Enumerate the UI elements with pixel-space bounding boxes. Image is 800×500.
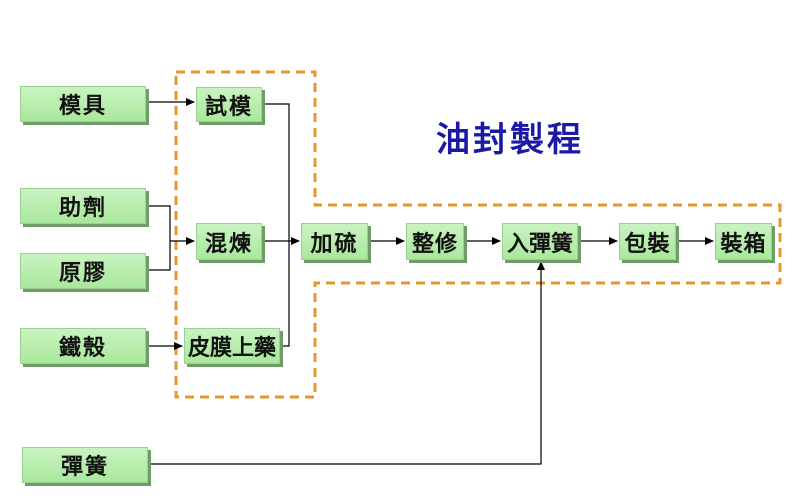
node-mold: 模具 xyxy=(20,86,146,122)
node-film-coating: 皮膜上藥 xyxy=(184,328,280,364)
node-spring: 彈簧 xyxy=(22,447,148,483)
process-area-outline xyxy=(174,70,782,399)
node-packaging: 包裝 xyxy=(619,223,676,260)
line-rubber-join xyxy=(147,241,171,271)
node-additive: 助劑 xyxy=(20,188,146,224)
arrow-spring-to-insert xyxy=(150,261,545,465)
node-boxing: 裝箱 xyxy=(715,223,772,260)
line-coating-up xyxy=(282,241,290,347)
line-trial-down xyxy=(264,103,290,241)
node-raw-rubber: 原膠 xyxy=(20,253,146,289)
node-trimming: 整修 xyxy=(406,223,464,260)
node-iron-shell: 鐵殼 xyxy=(20,328,146,364)
node-mixing: 混煉 xyxy=(196,223,262,260)
line-additive-join xyxy=(147,205,171,241)
node-insert-spring: 入彈簧 xyxy=(502,223,578,260)
node-trial-mold: 試模 xyxy=(196,87,262,122)
diagram-title: 油封製程 xyxy=(436,120,584,160)
node-vulcanize: 加硫 xyxy=(301,223,368,260)
